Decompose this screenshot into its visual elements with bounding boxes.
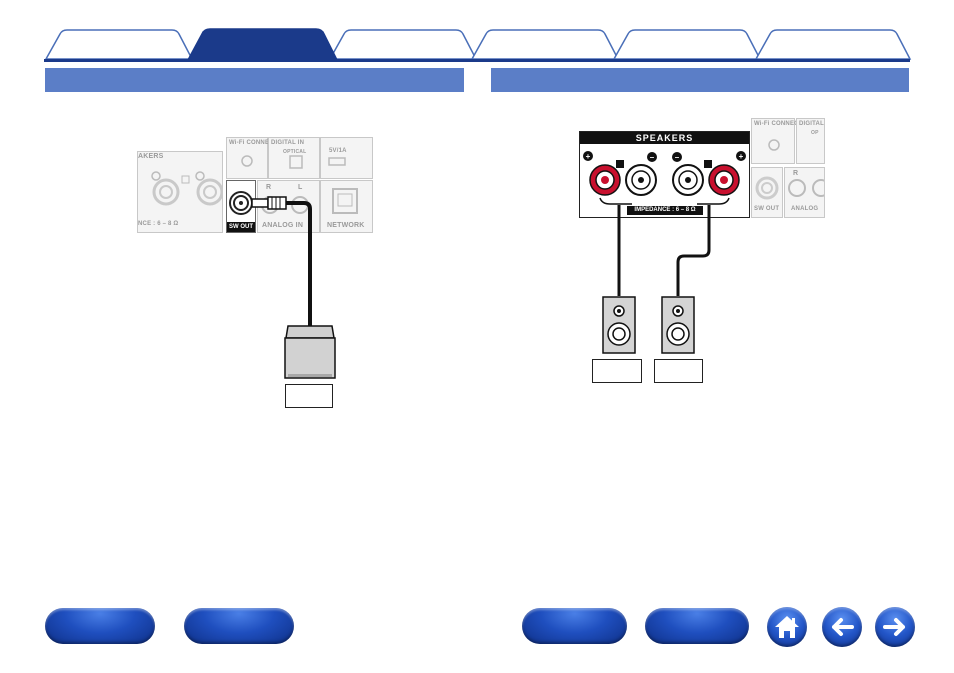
speakers-label: AKERS	[138, 153, 164, 160]
analog-in-label: ANALOG IN	[262, 222, 304, 229]
back-button[interactable]	[822, 607, 862, 647]
sw-out-panel-right: SW OUT	[751, 167, 783, 218]
terminal-r-label: R	[620, 155, 625, 161]
network-panel: NETWORK	[320, 180, 373, 233]
analog-label-right: ANALOG	[791, 206, 819, 212]
home-button[interactable]	[767, 607, 807, 647]
svg-text:–: –	[675, 153, 680, 162]
speakers-title: SPEAKERS	[580, 132, 749, 144]
tab-5[interactable]	[612, 29, 762, 60]
usb-label: 5V/1A	[329, 148, 347, 154]
svg-text:–: –	[650, 153, 655, 162]
subwoofer-label-box	[285, 384, 333, 408]
tab-4[interactable]	[470, 29, 620, 60]
section-header-right	[491, 68, 909, 92]
tab-bar	[0, 0, 954, 64]
impedance-label: IMPEDANCE : 6 – 8 Ω	[627, 206, 703, 215]
speaker-right-icon	[602, 296, 636, 354]
home-icon	[775, 616, 799, 638]
wifi-connect-panel-right: Wi-Fi CONNECT	[751, 118, 802, 164]
wifi-connect-label-right: Wi-Fi CONNECT	[754, 121, 803, 127]
wifi-connect-label: Wi-Fi CONNECT	[229, 140, 278, 146]
nav-button-1[interactable]	[45, 608, 155, 644]
tab-3[interactable]	[328, 29, 478, 60]
arrow-left-icon	[832, 618, 854, 636]
arrow-right-icon	[883, 618, 905, 636]
forward-button[interactable]	[875, 607, 915, 647]
svg-text:+: +	[739, 152, 744, 161]
wifi-connect-panel: Wi-Fi CONNECT	[226, 137, 277, 179]
sw-out-label-right: SW OUT	[754, 206, 780, 212]
tab-2-active[interactable]	[186, 28, 339, 61]
terminal-l-label: L	[707, 155, 711, 161]
speaker-left-label-box	[654, 359, 703, 383]
digital-label-right: DIGITAL	[799, 121, 824, 127]
analog-in-panel: R L ANALOG IN	[257, 180, 320, 233]
analog-r-label-right: R	[793, 170, 799, 177]
sw-out-label: SW OUT	[227, 222, 255, 232]
analog-r-label: R	[266, 184, 272, 191]
tab-underline	[44, 59, 910, 62]
speakers-terminal-panel: SPEAKERS + + – – R	[579, 131, 750, 218]
subwoofer-icon	[284, 325, 336, 379]
nav-button-3[interactable]	[522, 608, 627, 644]
nav-button-4[interactable]	[645, 608, 749, 644]
digital-in-label: DIGITAL IN	[271, 140, 305, 146]
network-label: NETWORK	[327, 222, 365, 229]
rear-speakers-panel: AKERS NCE : 6 – 8 Ω	[137, 151, 223, 233]
speaker-left-icon	[661, 296, 695, 354]
analog-l-label: L	[298, 184, 303, 191]
usb-panel: 5V/1A	[320, 137, 373, 179]
section-header-left	[45, 68, 464, 92]
speaker-right-label-box	[592, 359, 642, 383]
digital-in-panel: DIGITAL IN OPTICAL	[268, 137, 320, 179]
analog-panel-right: R ANALOG	[784, 167, 825, 218]
tab-1[interactable]	[44, 29, 194, 60]
optical-label: OPTICAL	[283, 149, 307, 155]
digital-panel-right: DIGITAL OP	[796, 118, 825, 164]
optical-label-right: OP	[811, 130, 819, 136]
nav-button-2[interactable]	[184, 608, 294, 644]
svg-text:+: +	[586, 152, 591, 161]
impedance-label: NCE : 6 – 8 Ω	[138, 221, 179, 227]
tab-6[interactable]	[754, 29, 912, 60]
sw-out-panel: SW OUT	[226, 180, 256, 233]
